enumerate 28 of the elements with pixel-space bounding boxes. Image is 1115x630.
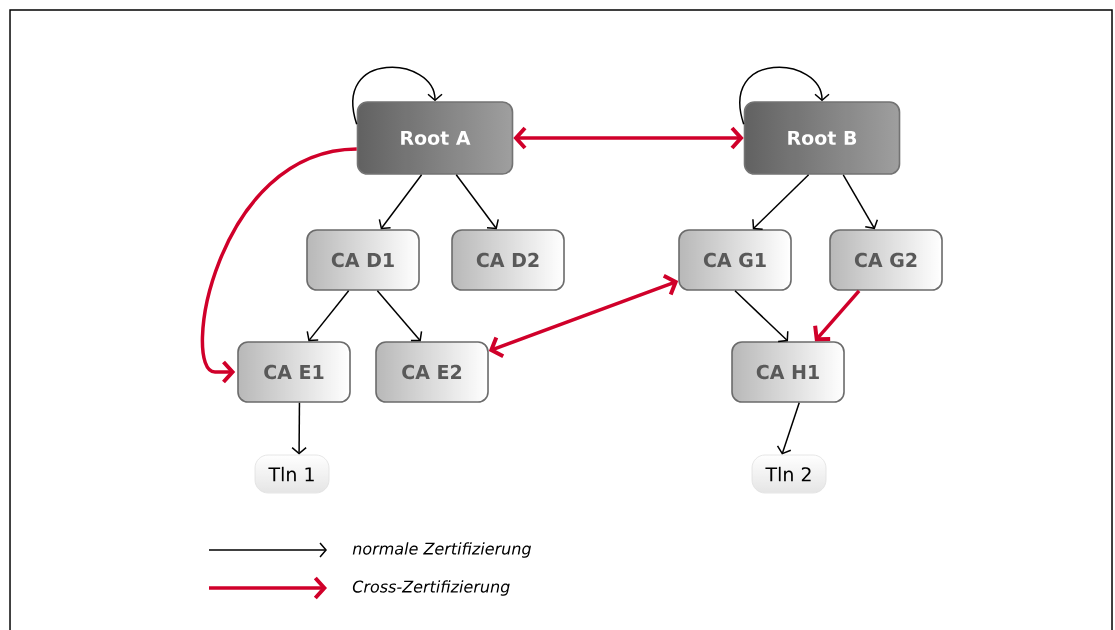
arrow (306, 290, 350, 342)
ca-box: CA E1 (237, 341, 351, 403)
ca-box: CA E2 (375, 341, 489, 403)
arrow (842, 174, 879, 230)
arrow (813, 289, 861, 342)
ca-box: CA H1 (731, 341, 845, 403)
arrow (291, 402, 307, 455)
arrow (200, 147, 357, 384)
root-box: Root A (356, 101, 514, 175)
ca-box: CA D2 (451, 229, 565, 291)
arrow (376, 290, 423, 342)
legend-text: normale Zertifizierung (352, 542, 531, 558)
arrow (752, 174, 810, 231)
participant-box: Tln 1 (254, 454, 330, 494)
arrow (488, 273, 679, 359)
arrow (734, 290, 789, 343)
legend-text: Cross-Zertifizierung (352, 580, 510, 596)
arrow (513, 126, 744, 150)
root-box: Root B (743, 101, 901, 175)
ca-box: CA G2 (829, 229, 943, 291)
arrow (378, 174, 423, 230)
arrow (455, 174, 499, 230)
arrow (352, 66, 443, 125)
ca-box: CA D1 (306, 229, 420, 291)
arrow (776, 402, 800, 455)
ca-box: CA G1 (678, 229, 792, 291)
arrow (739, 66, 830, 125)
participant-box: Tln 2 (751, 454, 827, 494)
